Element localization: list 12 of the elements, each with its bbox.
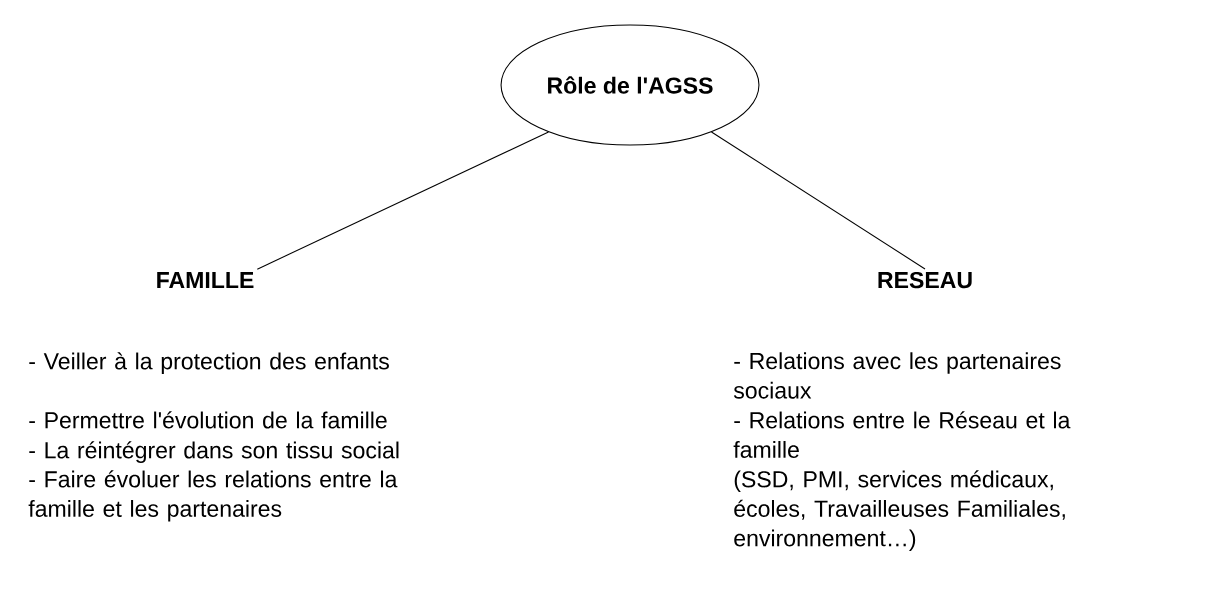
list-item: - Relations avec les partenaires sociaux [733, 352, 1061, 399]
heading-text: RESEAU [878, 271, 972, 289]
list-item: - Veiller à la protection des enfants [29, 352, 389, 375]
list-item: - Permettre l'évolution de la famille [29, 411, 387, 429]
list-item: (SSD, PMI, services médicaux, écoles, Travailleuses Familiales, environnement…) [734, 470, 1065, 551]
oval-node: Rôle de l'AGSS [500, 24, 760, 146]
list-item: - Faire évoluer les relations entre la famille et les partenaires [28, 470, 398, 522]
heading-text: FAMILLE [157, 272, 254, 288]
list-item: - La réintégrer dans son tissu social [29, 441, 399, 464]
list-item: - Relations entre le Réseau et la famille [733, 411, 1071, 458]
connector-line [710, 131, 926, 270]
connector-line [256, 131, 550, 270]
